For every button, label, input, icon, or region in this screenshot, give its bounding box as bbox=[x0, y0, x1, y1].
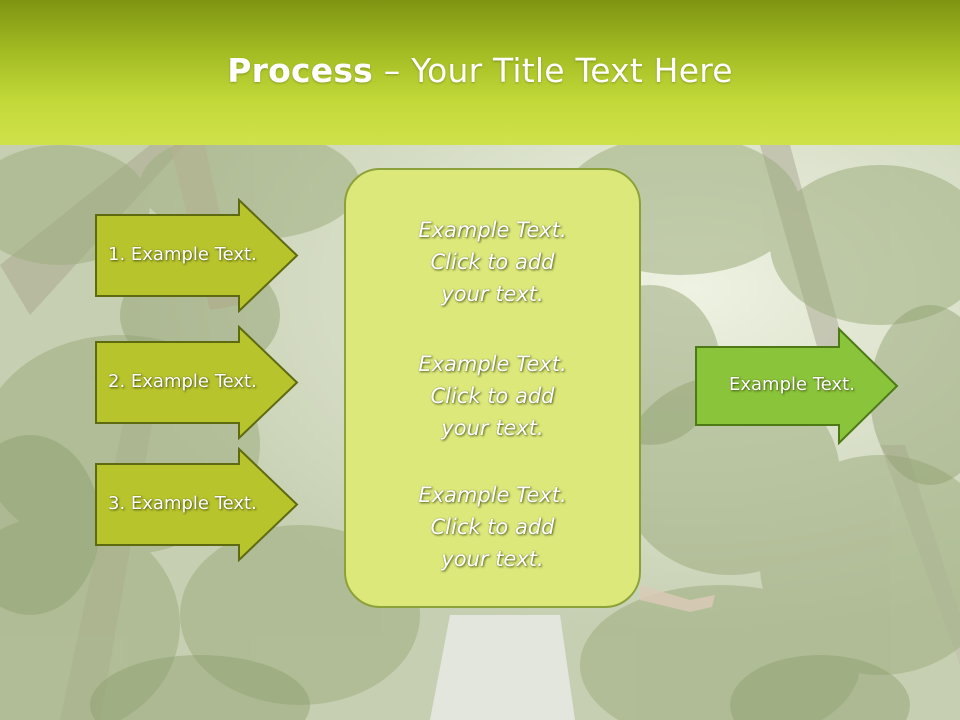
result-arrow-label: Example Text. bbox=[729, 374, 855, 395]
panel-block-2-line-3: your text. bbox=[441, 416, 544, 440]
process-arrow-2[interactable]: 2. Example Text. bbox=[94, 325, 300, 440]
panel-block-1-line-1: Example Text. bbox=[418, 218, 567, 242]
panel-block-1-line-2: Click to add bbox=[430, 250, 555, 274]
slide-title[interactable]: Process – Your Title Text Here bbox=[227, 51, 733, 90]
panel-block-3-line-3: your text. bbox=[441, 547, 544, 571]
panel-text-block-3[interactable]: Example Text. Click to add your text. bbox=[346, 479, 639, 575]
panel-block-2-line-2: Click to add bbox=[430, 384, 555, 408]
center-text-panel[interactable]: Example Text. Click to add your text. Ex… bbox=[344, 168, 641, 608]
panel-block-3-line-2: Click to add bbox=[430, 515, 555, 539]
panel-block-3-line-1: Example Text. bbox=[418, 483, 567, 507]
process-arrow-3[interactable]: 3. Example Text. bbox=[94, 447, 300, 562]
arrow-2-label: 2. Example Text. bbox=[108, 371, 257, 392]
result-arrow[interactable]: Example Text. bbox=[694, 327, 900, 445]
title-bar: Process – Your Title Text Here bbox=[0, 0, 960, 145]
title-rest-text: – Your Title Text Here bbox=[373, 51, 733, 90]
arrow-3-label: 3. Example Text. bbox=[108, 493, 257, 514]
panel-text-block-1[interactable]: Example Text. Click to add your text. bbox=[346, 214, 639, 310]
arrow-1-label: 1. Example Text. bbox=[108, 244, 257, 265]
panel-text-block-2[interactable]: Example Text. Click to add your text. bbox=[346, 348, 639, 444]
panel-block-1-line-3: your text. bbox=[441, 282, 544, 306]
process-arrow-1[interactable]: 1. Example Text. bbox=[94, 198, 300, 313]
title-bold-text: Process bbox=[227, 51, 374, 90]
panel-block-2-line-1: Example Text. bbox=[418, 352, 567, 376]
